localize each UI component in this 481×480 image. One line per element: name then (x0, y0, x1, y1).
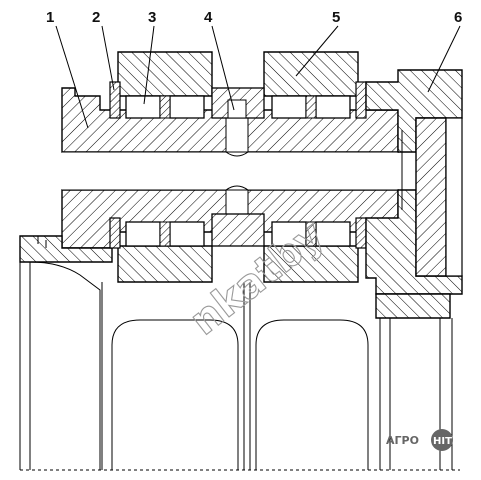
callout-2: 2 (92, 9, 115, 91)
callout-6-label: 6 (454, 9, 462, 26)
callout-3-label: 3 (148, 9, 156, 26)
callout-3: 3 (143, 9, 156, 105)
end-housing (365, 69, 463, 470)
callout-6: 6 (427, 9, 462, 93)
callout-4: 4 (204, 9, 235, 111)
spacer-ring (211, 87, 265, 247)
outer-ring-lower (117, 245, 359, 283)
roller-cage (159, 95, 317, 247)
drum-windows (20, 282, 460, 471)
retaining-ring (109, 81, 367, 249)
badge-circle (431, 429, 453, 451)
callout-5-label: 5 (332, 9, 340, 26)
badge-left-text: АГРО (386, 434, 419, 447)
callout-2-label: 2 (92, 9, 100, 26)
roller-row-lower (125, 221, 351, 247)
callout-4-label: 4 (204, 9, 213, 26)
callout-1: 1 (46, 9, 89, 129)
callout-1-label: 1 (46, 9, 54, 26)
callout-5: 5 (295, 9, 340, 77)
drum-housing (19, 235, 113, 470)
brand-badge: АГРО HIT (386, 429, 453, 451)
badge-right-text: HIT (433, 436, 452, 447)
roller-row-upper (125, 95, 351, 119)
